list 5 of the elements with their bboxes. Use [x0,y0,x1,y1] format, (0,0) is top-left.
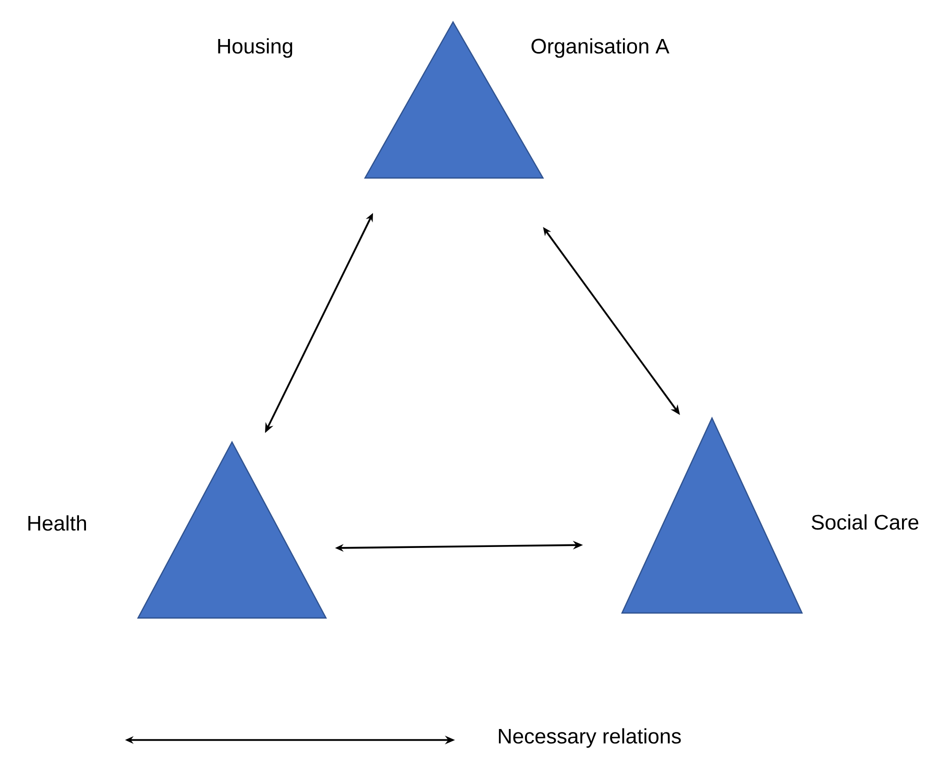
node-label: Social Care [812,514,918,530]
label-text: Housing [218,38,292,58]
legend-label: Necessary relations [498,728,681,748]
node-label: Health [28,515,86,531]
node-label: Organisation A [532,38,670,58]
